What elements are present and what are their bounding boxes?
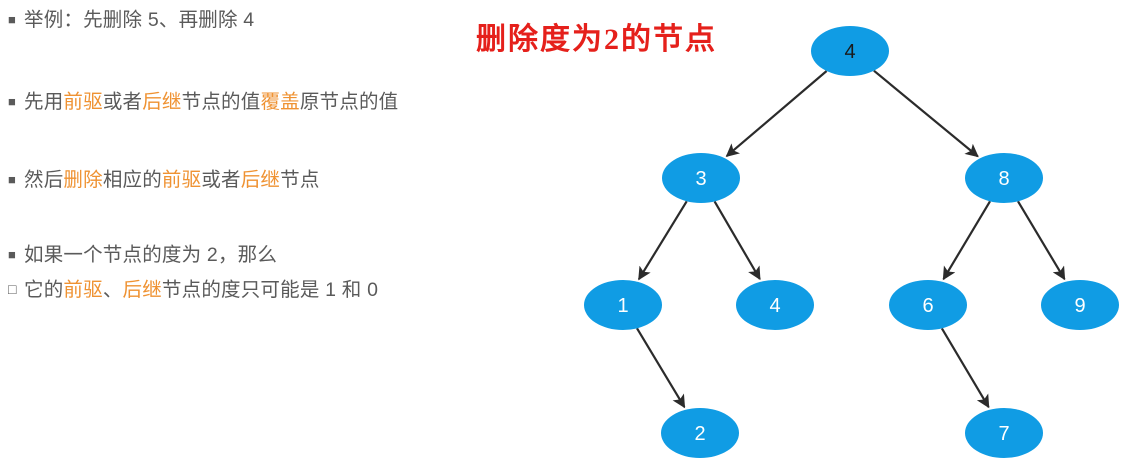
highlighted-term: 前驱 [161,169,202,191]
filled-square-bullet-icon: ■ [8,247,17,262]
tree-node[interactable]: 3 [662,153,740,203]
node-ellipse [1041,280,1119,330]
tree-node[interactable]: 1 [584,280,662,330]
page-title: 删除度为2的节点 [476,23,717,56]
tree-edges [636,69,1066,409]
node-ellipse [661,408,739,458]
tree-edge-arrow [940,327,990,409]
tree-node[interactable]: 2 [661,408,739,458]
binary-search-tree-diagram: 4 3 8 1 4 6 9 2 7 [560,0,1146,472]
bullet-text: 举例：先删除 5、再删除 4 [24,9,255,31]
tree-node[interactable]: 4 [811,26,889,76]
tree-node[interactable]: 6 [889,280,967,330]
node-label: 3 [695,168,706,190]
tree-edge-arrow [1017,200,1066,281]
highlighted-term: 前驱 [63,91,103,113]
bullet-text: 然后 [24,169,64,191]
tree-nodes: 4 3 8 1 4 6 9 2 7 [584,26,1119,458]
node-ellipse [965,153,1043,203]
bullet-line: ■ 如果一个节点的度为 2，那么 [8,243,277,267]
highlighted-term: 删除 [63,169,103,191]
bullet-text: 节点 [280,169,320,191]
bullet-text: 它的 [24,279,64,301]
tree-node[interactable]: 7 [965,408,1043,458]
node-ellipse [889,280,967,330]
node-ellipse [811,26,889,76]
filled-square-bullet-icon: ■ [8,94,17,109]
bullet-text: 节点的值 [181,91,261,113]
node-label: 7 [998,423,1009,445]
tree-edge-arrow [873,69,979,158]
highlighted-term: 后继 [122,279,162,301]
filled-square-bullet-icon: ■ [8,12,17,27]
node-label: 9 [1074,295,1085,317]
bullet-text: 、 [102,279,123,301]
node-label: 2 [694,423,705,445]
node-label: 8 [998,168,1009,190]
highlighted-term: 前驱 [63,279,103,301]
bullet-text: 原节点的值 [299,91,399,113]
node-ellipse [736,280,814,330]
bullet-text: 或者 [201,169,241,191]
tree-svg: 4 3 8 1 4 6 9 2 7 [584,26,1119,458]
bullet-line: ■ 然后删除相应的前驱或者后继节点 [8,168,320,192]
node-ellipse [662,153,740,203]
bullet-text: 如果一个节点的度为 2，那么 [24,244,278,266]
bullet-text: 节点的度只可能是 1 和 0 [161,279,379,301]
tree-edge-arrow [725,70,828,157]
tree-edge-arrow [713,200,761,281]
bullet-line: ■ 先用前驱或者后继节点的值覆盖原节点的值 [8,90,398,114]
tree-edge-arrow [942,200,991,281]
bullet-line: ■ 举例：先删除 5、再删除 4 [8,8,254,32]
bullet-text: 先用 [24,91,64,113]
highlighted-term: 后继 [240,169,281,191]
highlighted-term: 覆盖 [260,91,300,113]
hollow-square-bullet-icon: □ [8,281,17,297]
node-label: 4 [844,41,855,63]
bullet-text: 相应的 [102,169,162,191]
tree-node[interactable]: 8 [965,153,1043,203]
tree-edge-arrow [637,200,688,281]
highlighted-term: 后继 [142,91,182,113]
tree-edge-arrow [636,327,686,409]
node-ellipse [965,408,1043,458]
bullet-list: ■举例：先删除 5、再删除 4■先用前驱或者后继节点的值覆盖原节点的值■然后删除… [0,0,530,320]
node-label: 4 [769,295,780,317]
tree-node[interactable]: 9 [1041,280,1119,330]
node-ellipse [584,280,662,330]
filled-square-bullet-icon: ■ [8,172,17,187]
tree-node[interactable]: 4 [736,280,814,330]
node-label: 6 [922,295,933,317]
bullet-line: □ 它的前驱、后继节点的度只可能是 1 和 0 [8,278,378,302]
node-label: 1 [617,295,628,317]
bullet-text: 或者 [102,91,143,113]
